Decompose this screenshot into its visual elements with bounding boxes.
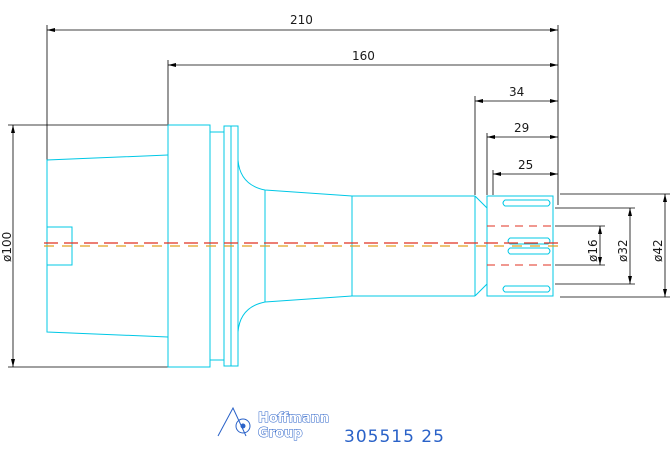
dim-shank-length: 160 xyxy=(352,49,375,63)
centerlines xyxy=(44,225,560,266)
dim-flange-diameter: ø100 xyxy=(0,232,14,262)
logo-triangle-icon xyxy=(217,406,247,437)
hoffmann-group-logo: Hoffmann Group xyxy=(217,406,330,442)
dim-nose-length: 34 xyxy=(509,85,524,99)
dim-nut-length: 29 xyxy=(514,121,529,135)
dim-overall-length: 210 xyxy=(290,13,313,27)
dim-collet-diameter: ø32 xyxy=(616,239,630,262)
dimension-lines xyxy=(8,25,670,368)
part-number: 305515 25 xyxy=(344,427,445,447)
dim-collet-length: 25 xyxy=(518,158,533,172)
logo-line1: Hoffmann xyxy=(258,411,329,426)
dim-bore-diameter: ø16 xyxy=(586,239,600,262)
dim-nut-diameter: ø42 xyxy=(651,239,665,262)
logo-line2: Group xyxy=(258,426,303,441)
logo-gear-icon xyxy=(235,418,251,434)
